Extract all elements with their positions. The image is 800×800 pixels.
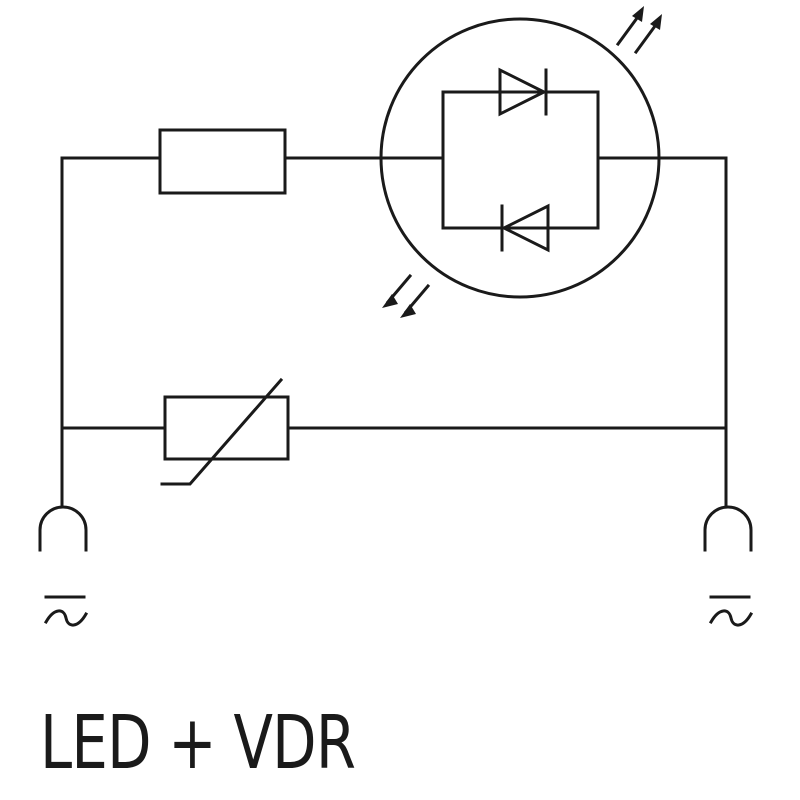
terminal-right <box>703 505 754 627</box>
led-housing-circle <box>379 17 661 299</box>
diagram-caption: LED + VDR <box>40 700 356 786</box>
led-diode-top <box>498 67 548 117</box>
led-parallel-frame <box>441 90 600 230</box>
arrow-out-icon <box>615 6 662 55</box>
wires <box>60 156 728 507</box>
ac-tilde-icon <box>43 609 89 627</box>
ac-tilde-icon <box>708 609 754 627</box>
socket-icon <box>38 505 88 552</box>
led-assembly <box>379 6 662 318</box>
resistor <box>158 128 287 195</box>
arrow-in-icon <box>382 273 431 318</box>
socket-icon <box>703 505 753 552</box>
terminal-left <box>38 505 89 627</box>
vdr-varistor <box>160 377 290 486</box>
led-diode-bottom <box>500 203 550 253</box>
